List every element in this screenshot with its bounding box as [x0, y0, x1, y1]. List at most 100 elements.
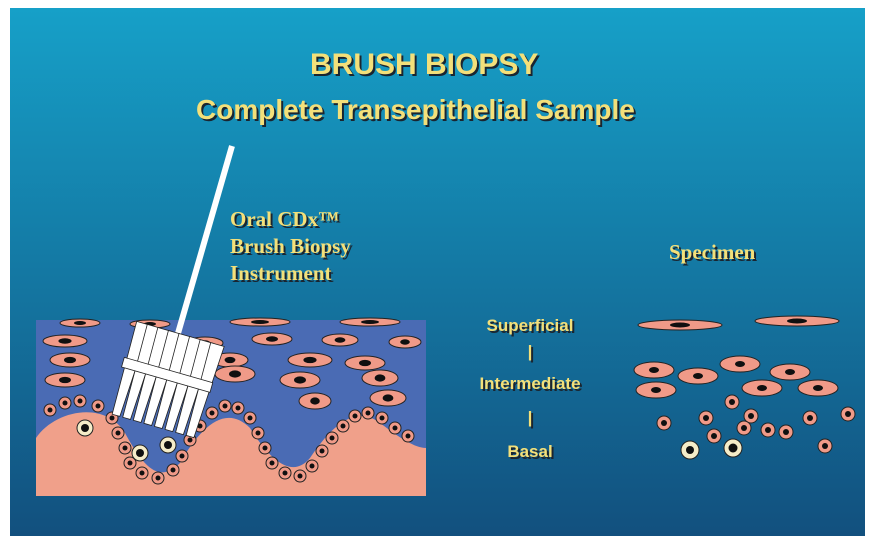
specimen-intermediate-cell [720, 356, 760, 372]
specimen-intermediate-cell [742, 380, 782, 396]
cell-nucleus [180, 454, 185, 459]
squamous-cell [370, 390, 406, 406]
cell-nucleus [136, 449, 144, 457]
specimen-basal-cell [818, 439, 832, 453]
cell-nucleus [813, 385, 823, 391]
specimen-intermediate-cell [636, 382, 676, 398]
layer-basal: Basal [465, 442, 595, 462]
basal-cell [389, 422, 401, 434]
basal-cell [376, 412, 388, 424]
slide-title: BRUSH BIOPSY [310, 48, 538, 82]
cell-nucleus [741, 425, 747, 431]
cell-nucleus [320, 449, 325, 454]
cell-nucleus [359, 360, 371, 366]
squamous-cell [215, 366, 255, 382]
cell-nucleus [748, 413, 754, 419]
basal-cell-pale [77, 420, 93, 436]
specimen-intermediate-cell [798, 380, 838, 396]
cell-nucleus [96, 404, 101, 409]
specimen-basal-cell [699, 411, 713, 425]
cell-nucleus [81, 424, 89, 432]
cell-nucleus [298, 474, 303, 479]
cell-nucleus [251, 320, 269, 324]
squamous-cell [50, 353, 90, 367]
cell-nucleus [670, 323, 690, 328]
cell-nucleus [283, 471, 288, 476]
cell-nucleus [294, 376, 306, 383]
instrument-label: Oral CDx™ Brush Biopsy Instrument [230, 206, 351, 287]
cell-nucleus [248, 416, 253, 421]
squamous-cell [60, 319, 100, 327]
squamous-cell [322, 334, 358, 346]
basal-cell [266, 457, 278, 469]
cell-nucleus [59, 377, 71, 383]
cell-nucleus [266, 336, 278, 341]
basal-cell [306, 460, 318, 472]
squamous-cell [389, 336, 421, 348]
basal-cell-pale [160, 437, 176, 453]
cell-nucleus [310, 397, 320, 404]
cell-nucleus [383, 394, 394, 401]
basal-cell [279, 467, 291, 479]
squamous-cell [345, 356, 385, 370]
basal-cell [294, 470, 306, 482]
specimen-basal-cell-pale [681, 441, 699, 459]
squamous-cell [340, 318, 400, 326]
cell-nucleus [116, 431, 121, 436]
squamous-cell [43, 335, 87, 347]
cell-nucleus [406, 434, 411, 439]
specimen-basal-cell [707, 429, 721, 443]
cell-nucleus [64, 357, 76, 363]
cell-nucleus [256, 431, 261, 436]
cell-nucleus [366, 411, 371, 416]
cell-nucleus [225, 357, 236, 363]
basal-cell-pale [132, 445, 148, 461]
cell-nucleus [341, 424, 346, 429]
cell-nucleus [649, 367, 659, 373]
cell-nucleus [223, 404, 228, 409]
specimen-basal-cell-pale [724, 439, 742, 457]
basal-cell [402, 430, 414, 442]
instrument-label-line1: Oral CDx™ [230, 206, 351, 233]
cell-nucleus [757, 385, 767, 391]
cell-nucleus [380, 416, 385, 421]
squamous-cell [280, 372, 320, 388]
cell-nucleus [63, 401, 68, 406]
cell-nucleus [729, 399, 735, 405]
squamous-cell [288, 353, 332, 367]
specimen-basal-cell [761, 423, 775, 437]
cell-nucleus [123, 446, 128, 451]
cell-nucleus [686, 446, 694, 454]
specimen-intermediate-cell [770, 364, 810, 380]
cell-nucleus [270, 461, 275, 466]
cell-nucleus [807, 415, 813, 421]
cell-nucleus [765, 427, 771, 433]
basal-cell [59, 397, 71, 409]
slide-graphics [10, 8, 865, 536]
tissue-section [36, 318, 426, 496]
cell-nucleus [303, 357, 316, 363]
cell-nucleus [78, 399, 83, 404]
cell-nucleus [74, 321, 86, 325]
basal-cell [337, 420, 349, 432]
basal-cell [152, 472, 164, 484]
cell-nucleus [787, 319, 807, 324]
cell-nucleus [735, 361, 745, 367]
basal-cell [112, 427, 124, 439]
basal-cell [176, 450, 188, 462]
cell-nucleus [263, 446, 268, 451]
instrument-label-line3: Instrument [230, 260, 351, 287]
basal-cell [206, 407, 218, 419]
basal-cell [259, 442, 271, 454]
cell-nucleus [785, 369, 795, 375]
layer-superficial: Superficial [465, 316, 595, 336]
cell-nucleus [845, 411, 851, 417]
layer-divider-top: | [465, 342, 595, 362]
layer-intermediate: Intermediate [455, 374, 605, 394]
basal-cell [167, 464, 179, 476]
cell-nucleus [783, 429, 789, 435]
cell-nucleus [188, 438, 193, 443]
squamous-cell [252, 333, 292, 345]
stroma-layer [36, 412, 426, 496]
cell-nucleus [156, 476, 161, 481]
